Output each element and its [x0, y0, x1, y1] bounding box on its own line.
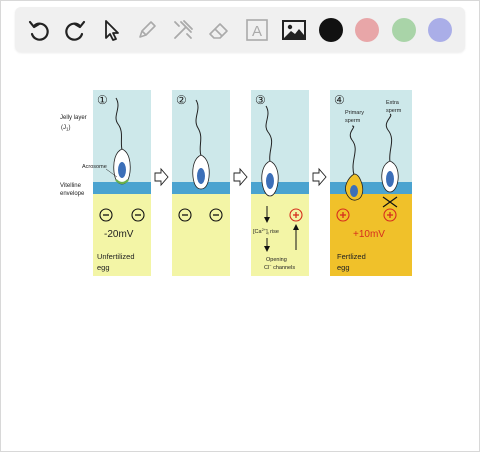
color-swatch-pink[interactable] [355, 18, 379, 42]
fertilized-egg [330, 194, 412, 276]
acrosome [115, 179, 129, 185]
vitelline-label-1: Vitelline [60, 183, 82, 189]
acrosome-label: Acrosome [82, 164, 107, 170]
redo-icon[interactable] [62, 17, 88, 43]
step-arrow-icon [154, 167, 169, 187]
panel-1: ① -20mV Unfertilized egg [93, 90, 151, 276]
extra-sperm-label-1: Extra [386, 100, 400, 106]
undo-icon[interactable] [26, 17, 52, 43]
jelly-j1-label: (J1) [61, 125, 71, 132]
eraser-icon[interactable] [206, 17, 232, 43]
step-arrow-icon [233, 167, 248, 187]
jelly-layer-label: Jelly layer [60, 115, 87, 121]
caption-fertilized: Fertlized [337, 252, 366, 261]
primary-sperm-label-2: sperm [345, 118, 361, 124]
pen-icon[interactable] [134, 17, 160, 43]
text-tool-glyph: A [252, 23, 262, 40]
plus-charge-icon [289, 208, 303, 222]
egg-cytoplasm [93, 194, 151, 276]
panel-number-4: ④ [334, 93, 345, 107]
minus-charge-icon [178, 208, 192, 222]
minus-charge-icon [99, 208, 113, 222]
caption-egg-1: egg [97, 263, 110, 272]
sperm-nucleus [118, 162, 126, 178]
plus-charge-icon [383, 208, 397, 222]
vitelline-label-2: envelope [60, 191, 85, 197]
panel-number-1: ① [97, 93, 108, 107]
minus-charge-icon [131, 208, 145, 222]
color-swatch-purple[interactable] [428, 18, 452, 42]
panel-2: ② [172, 90, 230, 276]
block-x-icon [382, 196, 398, 208]
opening-label: Opening [266, 257, 287, 263]
text-icon[interactable]: A [244, 17, 270, 43]
select-arrow-icon[interactable] [98, 17, 124, 43]
color-swatch-green[interactable] [392, 18, 416, 42]
caption-egg-4: egg [337, 263, 350, 272]
image-icon[interactable] [281, 17, 307, 43]
voltage-label-4: +10mV [353, 229, 385, 240]
plus-charge-icon [336, 208, 350, 222]
calcium-rise-label: [Ca2+]i rise [253, 227, 279, 236]
cl-channels-label: Cl− channels [264, 263, 295, 271]
panel-3: ③ [Ca2+]i rise Opening Cl− channels [251, 90, 309, 276]
panel-4: ④ Primary sperm Extra sperm +10mV Fertli… [330, 90, 412, 276]
minus-charge-icon [209, 208, 223, 222]
vitelline-membrane [93, 182, 151, 194]
panel-number-3: ③ [255, 93, 266, 107]
voltage-label-1: -20mV [104, 229, 134, 240]
color-swatch-black[interactable] [319, 18, 343, 42]
primary-sperm-label-1: Primary [345, 110, 364, 116]
step-arrow-icon [312, 167, 327, 187]
caption-unfertilized: Unfertilized [97, 252, 135, 261]
extra-sperm-label-2: sperm [386, 108, 402, 114]
toolbar: A [15, 7, 465, 52]
panel-number-2: ② [176, 93, 187, 107]
tools-icon[interactable] [170, 17, 196, 43]
